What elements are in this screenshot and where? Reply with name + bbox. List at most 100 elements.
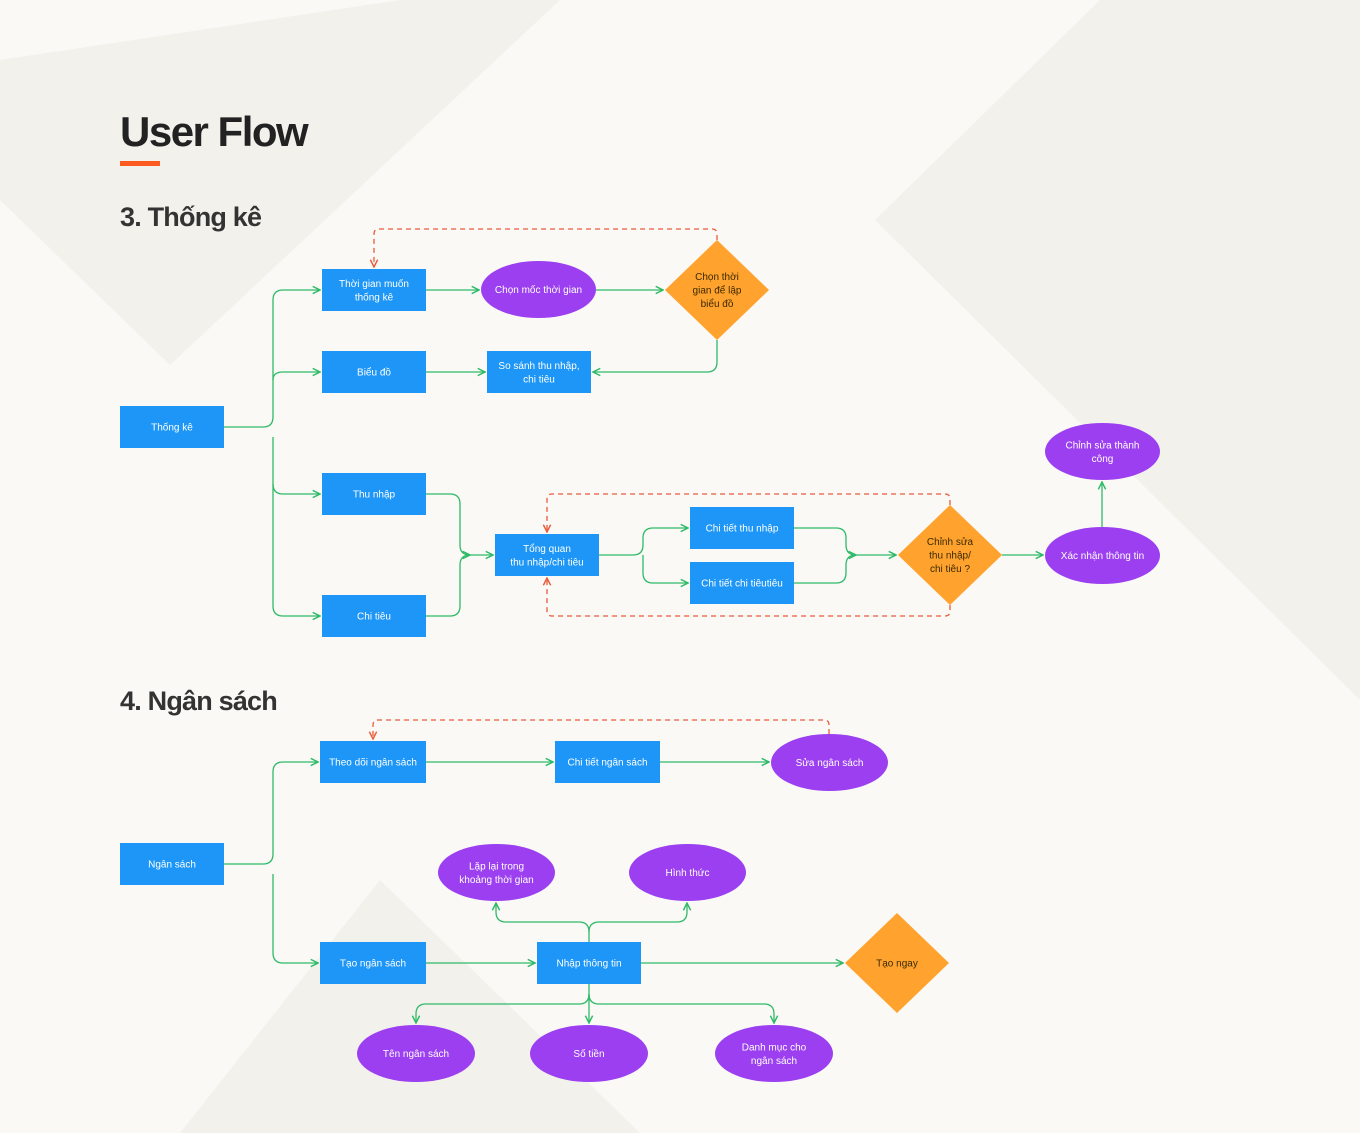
node-label: Hình thức bbox=[666, 868, 710, 879]
node-label: Biểu đồ bbox=[357, 367, 391, 379]
node-ns-now: Tạo ngay bbox=[845, 913, 949, 1013]
page-title: User Flow bbox=[120, 108, 309, 155]
edge-tongquan-chitietthu bbox=[599, 528, 688, 556]
edge-thongke-chitieu bbox=[272, 437, 320, 616]
node-label: gian để lập bbox=[693, 285, 742, 297]
node-tk-confirm: Xác nhận thông tin bbox=[1045, 527, 1160, 584]
loop-edit-tongquan-bottom bbox=[547, 578, 951, 617]
node-tk-pick: Chọn mốc thời gian bbox=[481, 261, 596, 318]
edge-thongke-thunhap bbox=[272, 483, 320, 494]
node-tk-exp-detail: Chi tiết chi tiêutiêu bbox=[690, 562, 794, 604]
node-label: Chi tiết ngân sách bbox=[567, 757, 647, 769]
rect-shape bbox=[120, 406, 224, 448]
node-label: Chỉnh sửa thành bbox=[1066, 439, 1140, 451]
node-ns-form: Hình thức bbox=[629, 844, 746, 901]
node-label: Danh mục cho bbox=[742, 1042, 807, 1053]
node-tk-inc-detail: Chi tiết thu nhập bbox=[690, 507, 794, 549]
rect-shape bbox=[320, 741, 426, 783]
rect-shape bbox=[690, 562, 794, 604]
node-label: khoảng thời gian bbox=[459, 875, 533, 886]
edge-ngansach-theodoi bbox=[224, 762, 318, 865]
node-ns-edit: Sửa ngân sách bbox=[771, 734, 888, 791]
node-ns-detail: Chi tiết ngân sách bbox=[555, 741, 660, 783]
node-label: Số tiền bbox=[573, 1048, 604, 1060]
edge-decide-sosanh bbox=[593, 340, 718, 372]
ellipse-shape bbox=[1045, 527, 1160, 584]
ellipse-shape bbox=[481, 261, 596, 318]
rect-shape bbox=[322, 595, 426, 637]
node-tk-expense: Chi tiêu bbox=[322, 595, 426, 637]
node-tk-success: Chỉnh sửa thành công bbox=[1045, 423, 1160, 480]
edge-chitietchi-edit bbox=[794, 555, 856, 584]
node-label: Ngân sách bbox=[148, 860, 196, 871]
node-label: Theo dõi ngân sách bbox=[329, 758, 417, 769]
rect-shape bbox=[322, 473, 426, 515]
edge-thunhap-tongquan bbox=[426, 493, 493, 555]
rect-shape bbox=[120, 843, 224, 885]
node-tk-income: Thu nhập bbox=[322, 473, 426, 515]
ellipse-shape bbox=[1045, 423, 1160, 480]
diamond-shape bbox=[665, 240, 769, 340]
node-ns-track: Theo dõi ngân sách bbox=[320, 741, 426, 783]
flow-edges bbox=[224, 228, 1102, 1023]
loop-decide-thoigian bbox=[374, 228, 718, 267]
node-label: thu nhập/chi tiêu bbox=[510, 557, 583, 568]
node-label: Tạo ngân sách bbox=[340, 959, 406, 970]
ellipse-shape bbox=[771, 734, 888, 791]
node-label: Chi tiết thu nhập bbox=[706, 523, 779, 535]
node-ns-input: Nhập thông tin bbox=[537, 942, 641, 984]
node-tk-root: Thống kê bbox=[120, 406, 224, 448]
node-label: Lặp lại trong bbox=[469, 861, 524, 872]
edge-nhap-laplai bbox=[496, 903, 590, 942]
edge-ngansach-tao bbox=[272, 874, 318, 963]
title-underline bbox=[120, 161, 160, 166]
node-label: chi tiêu ? bbox=[930, 564, 970, 575]
edge-nhap-ten bbox=[416, 984, 590, 1023]
node-tk-overview: Tổng quan thu nhập/chi tiêu bbox=[495, 534, 599, 576]
rect-shape bbox=[555, 741, 660, 783]
node-label: Thống kê bbox=[151, 422, 193, 434]
node-label: Thu nhập bbox=[353, 490, 396, 501]
ellipse-shape bbox=[530, 1025, 648, 1082]
edge-chitietthu-edit bbox=[794, 527, 896, 555]
ellipse-shape bbox=[438, 844, 555, 901]
node-label: Thời gian muốn bbox=[339, 278, 409, 290]
loop-edit-tongquan-top bbox=[547, 493, 951, 532]
node-label: Chọn thời bbox=[695, 272, 739, 283]
node-label: Chỉnh sửa bbox=[927, 536, 974, 548]
ellipse-shape bbox=[629, 844, 746, 901]
node-ns-root: Ngân sách bbox=[120, 843, 224, 885]
edge-nhap-danhmuc bbox=[588, 993, 774, 1023]
ellipse-shape bbox=[715, 1025, 833, 1082]
edge-chitieu-tongquan bbox=[426, 555, 470, 617]
rect-shape bbox=[322, 269, 426, 311]
node-ns-repeat: Lặp lại trong khoảng thời gian bbox=[438, 844, 555, 901]
node-ns-name: Tên ngân sách bbox=[357, 1025, 475, 1082]
rect-shape bbox=[537, 942, 641, 984]
rect-shape bbox=[322, 351, 426, 393]
node-label: Tạo ngay bbox=[876, 959, 918, 970]
ellipse-shape bbox=[357, 1025, 475, 1082]
node-label: Tên ngân sách bbox=[383, 1049, 449, 1060]
node-label: thống kê bbox=[355, 291, 394, 303]
node-label: Chọn mốc thời gian bbox=[495, 284, 582, 296]
node-tk-compare: So sánh thu nhập,chi tiêu bbox=[487, 351, 591, 393]
edge-nhap-hinhthuc bbox=[588, 903, 687, 933]
rect-shape bbox=[320, 942, 426, 984]
node-label: công bbox=[1092, 454, 1114, 465]
rect-shape bbox=[495, 534, 599, 576]
node-label: biểu đồ bbox=[701, 298, 734, 310]
node-tk-chart: Biểu đồ bbox=[322, 351, 426, 393]
edge-thongke-bieudo bbox=[272, 372, 320, 381]
node-label: Tổng quan bbox=[523, 543, 571, 555]
edge-tongquan-chitietchi bbox=[642, 555, 688, 583]
section-title-ngan-sach: 4. Ngân sách bbox=[120, 686, 278, 716]
node-label: Chi tiêu bbox=[357, 612, 391, 623]
